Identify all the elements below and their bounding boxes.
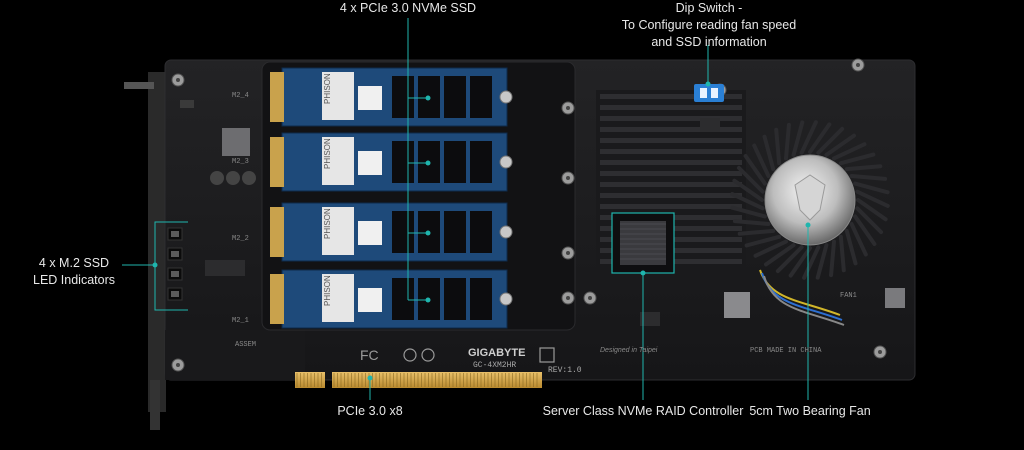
screw-icon [561, 101, 575, 115]
screw-icon [873, 345, 887, 359]
ssd-module: PHISON [270, 67, 513, 127]
dip-switch-line: To Configure reading fan speed [621, 18, 797, 32]
made-in-text: PCB MADE IN CHINA [750, 347, 822, 355]
fan-header-text: FAN1 [840, 292, 857, 300]
model-text: GC-4XM2HR [473, 361, 516, 370]
dip-switch [694, 84, 724, 102]
raid-controller-label: Server Class NVMe RAID Controller [542, 404, 744, 418]
ssd-brand-text: PHISON [323, 208, 332, 239]
pci-bracket [124, 72, 166, 430]
ssd-module: PHISON [270, 269, 513, 329]
annotation-lines [122, 18, 809, 400]
screw-icon [583, 291, 597, 305]
screw-icon [171, 73, 185, 87]
screw-icon [561, 246, 575, 260]
led-label-line: LED Indicators [33, 273, 115, 287]
rev-text: REV:1.0 [548, 366, 582, 375]
assem-text: ASSEM [235, 341, 256, 349]
pcie-slot-label: PCIe 3.0 x8 [337, 404, 403, 418]
slot-label: M2_4 [232, 92, 249, 100]
fan-label: 5cm Two Bearing Fan [749, 404, 871, 418]
brand-text: GIGABYTE [468, 347, 525, 359]
ssd-brand-text: PHISON [323, 73, 332, 104]
slot-label: M2_1 [232, 317, 249, 325]
ssd-module: PHISON [270, 202, 513, 262]
dip-switch-line: and SSD information [651, 35, 767, 49]
aorus-logo-icon [794, 174, 826, 221]
dip-switch-label: Dip Switch - To Configure reading fan sp… [600, 0, 818, 51]
ssd-module: PHISON [270, 132, 513, 192]
led-indicator [167, 227, 183, 241]
led-indicators-label: 4 x M.2 SSD LED Indicators [22, 255, 126, 289]
dip-switch-line: Dip Switch - [675, 1, 743, 15]
ssd-bay [261, 61, 576, 331]
led-indicators [167, 227, 183, 301]
ssd-brand-text: PHISON [323, 275, 332, 306]
screw-icon [561, 171, 575, 185]
screw-icon [171, 358, 185, 372]
mounting-screws [171, 58, 887, 372]
screw-icon [561, 291, 575, 305]
screw-icon [851, 58, 865, 72]
pcie-gold-fingers [295, 372, 542, 388]
ssd-brand-text: PHISON [323, 138, 332, 169]
designed-text: Designed in Taipei [600, 347, 658, 354]
slot-label: M2_2 [232, 235, 249, 243]
svg-text:FC: FC [360, 347, 379, 363]
surface-components [180, 100, 905, 326]
led-indicator [167, 287, 183, 301]
annotation-dots [152, 81, 811, 381]
cooling-fan [730, 120, 890, 280]
led-indicator [167, 267, 183, 281]
raid-controller-chip [611, 212, 675, 274]
led-label-line: 4 x M.2 SSD [38, 256, 110, 270]
nvme-ssd-label: 4 x PCIe 3.0 NVMe SSD [339, 1, 477, 15]
led-indicator [167, 247, 183, 261]
slot-label: M2_3 [232, 158, 249, 166]
certification-marks: FC [360, 347, 555, 363]
